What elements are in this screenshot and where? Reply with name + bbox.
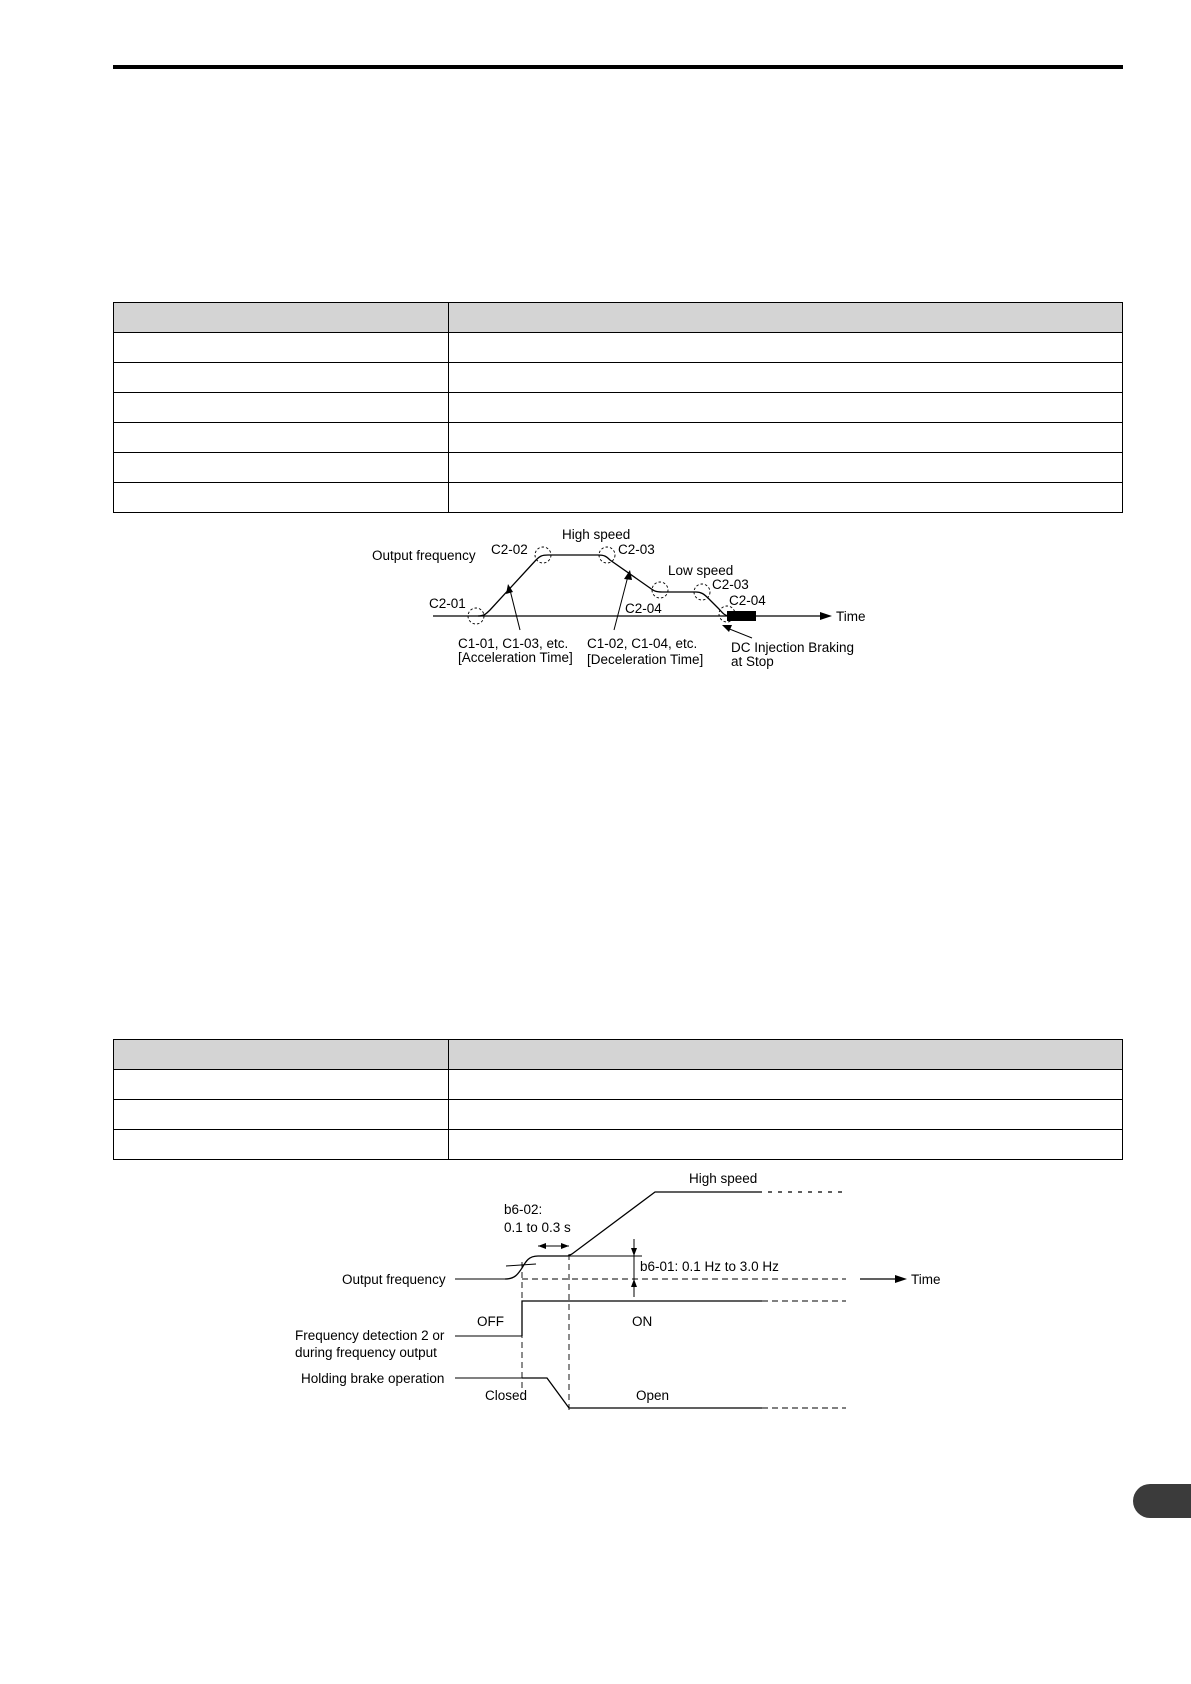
accel-time-label: [Acceleration Time]: [458, 650, 573, 665]
table-row: [113, 452, 1123, 483]
table-cell: [448, 452, 1123, 483]
b6-02-arrow-left: [538, 1243, 546, 1249]
output-frequency-curve: [504, 1191, 846, 1280]
low-speed-label: Low speed: [668, 563, 733, 578]
table-cell: [448, 332, 1123, 363]
c2-03-high-label: C2-03: [618, 542, 655, 557]
table-cell: [448, 482, 1123, 513]
high-speed-label: High speed: [689, 1171, 757, 1186]
threshold-tick: [505, 1263, 537, 1267]
table-cell: [448, 1069, 1123, 1100]
table-cell: [448, 392, 1123, 423]
s-curve-diagram: Output frequency High speed Low speed Ti…: [372, 527, 866, 669]
time-axis-arrow: [820, 612, 832, 620]
table-row: [113, 1099, 1123, 1130]
table-header-cell: [448, 1039, 1123, 1070]
brake-signal: [522, 1377, 762, 1409]
freq-detection-label-2: during frequency output: [295, 1345, 437, 1360]
time-label: Time: [911, 1272, 941, 1287]
holding-brake-timing-diagram: High speed b6-02: 0.1 to 0.3 s b6-01: 0.…: [295, 1171, 941, 1410]
output-frequency-label: Output frequency: [342, 1272, 446, 1287]
table-row: [113, 362, 1123, 393]
accel-pointer-line: [509, 589, 521, 631]
c2-04-stop-label: C2-04: [729, 593, 766, 608]
table-header-cell: [113, 1039, 449, 1070]
c2-04-low-label: C2-04: [625, 601, 662, 616]
table-cell: [113, 422, 449, 453]
table-header-cell: [113, 302, 449, 333]
b6-01-arrow-down: [631, 1248, 637, 1256]
table-cell: [113, 392, 449, 423]
table-cell: [448, 1129, 1123, 1160]
b6-02-arrow-right: [561, 1243, 569, 1249]
dc-braking-block: [727, 611, 756, 621]
dc-braking-label-2: at Stop: [731, 654, 774, 669]
b6-02-label: b6-02:: [504, 1202, 542, 1217]
output-frequency-label: Output frequency: [372, 548, 476, 563]
table-cell: [113, 1129, 449, 1160]
dc-pointer-arrow: [722, 625, 732, 632]
table-header-row: [113, 1039, 1123, 1070]
chapter-tab: [1133, 1484, 1191, 1518]
table-row: [113, 1069, 1123, 1100]
decel-pointer-line: [613, 575, 629, 631]
table-cell: [113, 1069, 449, 1100]
decel-params-label: C1-02, C1-04, etc.: [587, 636, 697, 651]
marker-c2-03-high: [598, 546, 616, 564]
table-cell: [113, 362, 449, 393]
freq-detection-label-1: Frequency detection 2 or: [295, 1328, 445, 1343]
accel-params-label: C1-01, C1-03, etc.: [458, 636, 568, 651]
decel-time-label: [Deceleration Time]: [587, 652, 703, 667]
table-cell: [113, 452, 449, 483]
table-cell: [113, 1099, 449, 1130]
top-rule: [113, 65, 1123, 69]
transition-markers: [467, 546, 736, 625]
time-axis-arrow: [895, 1275, 907, 1283]
parameter-table-2: [113, 1039, 1123, 1160]
c2-02-label: C2-02: [491, 542, 528, 557]
marker-c2-03-low: [693, 583, 711, 601]
table-row: [113, 422, 1123, 453]
table-header-cell: [448, 302, 1123, 333]
high-speed-label: High speed: [562, 527, 630, 542]
b6-02-range-label: 0.1 to 0.3 s: [504, 1220, 571, 1235]
table-cell: [448, 362, 1123, 393]
c2-03-low-label: C2-03: [712, 577, 749, 592]
marker-c2-02: [534, 546, 552, 564]
table-row: [113, 392, 1123, 423]
marker-c2-01: [467, 607, 485, 625]
parameter-table-1: [113, 302, 1123, 513]
table-cell: [448, 1099, 1123, 1130]
dc-pointer-line: [726, 627, 753, 639]
table-cell: [448, 422, 1123, 453]
table-row: [113, 1129, 1123, 1160]
table-header-row: [113, 302, 1123, 333]
table-cell: [113, 332, 449, 363]
table-cell: [113, 482, 449, 513]
holding-brake-label: Holding brake operation: [301, 1371, 444, 1386]
marker-c2-04-low: [651, 581, 669, 599]
b6-01-label: b6-01: 0.1 Hz to 3.0 Hz: [640, 1259, 779, 1274]
closed-label: Closed: [485, 1388, 527, 1403]
off-label: OFF: [477, 1314, 504, 1329]
dc-braking-label-1: DC Injection Braking: [731, 640, 854, 655]
table-row: [113, 332, 1123, 363]
on-label: ON: [632, 1314, 652, 1329]
open-label: Open: [636, 1388, 669, 1403]
c2-01-label: C2-01: [429, 596, 466, 611]
accel-pointer-arrow: [506, 584, 513, 594]
decel-pointer-arrow: [624, 570, 632, 580]
b6-01-arrow-up: [631, 1279, 637, 1287]
detection-signal: [521, 1300, 762, 1336]
time-label: Time: [836, 609, 866, 624]
table-row: [113, 482, 1123, 513]
